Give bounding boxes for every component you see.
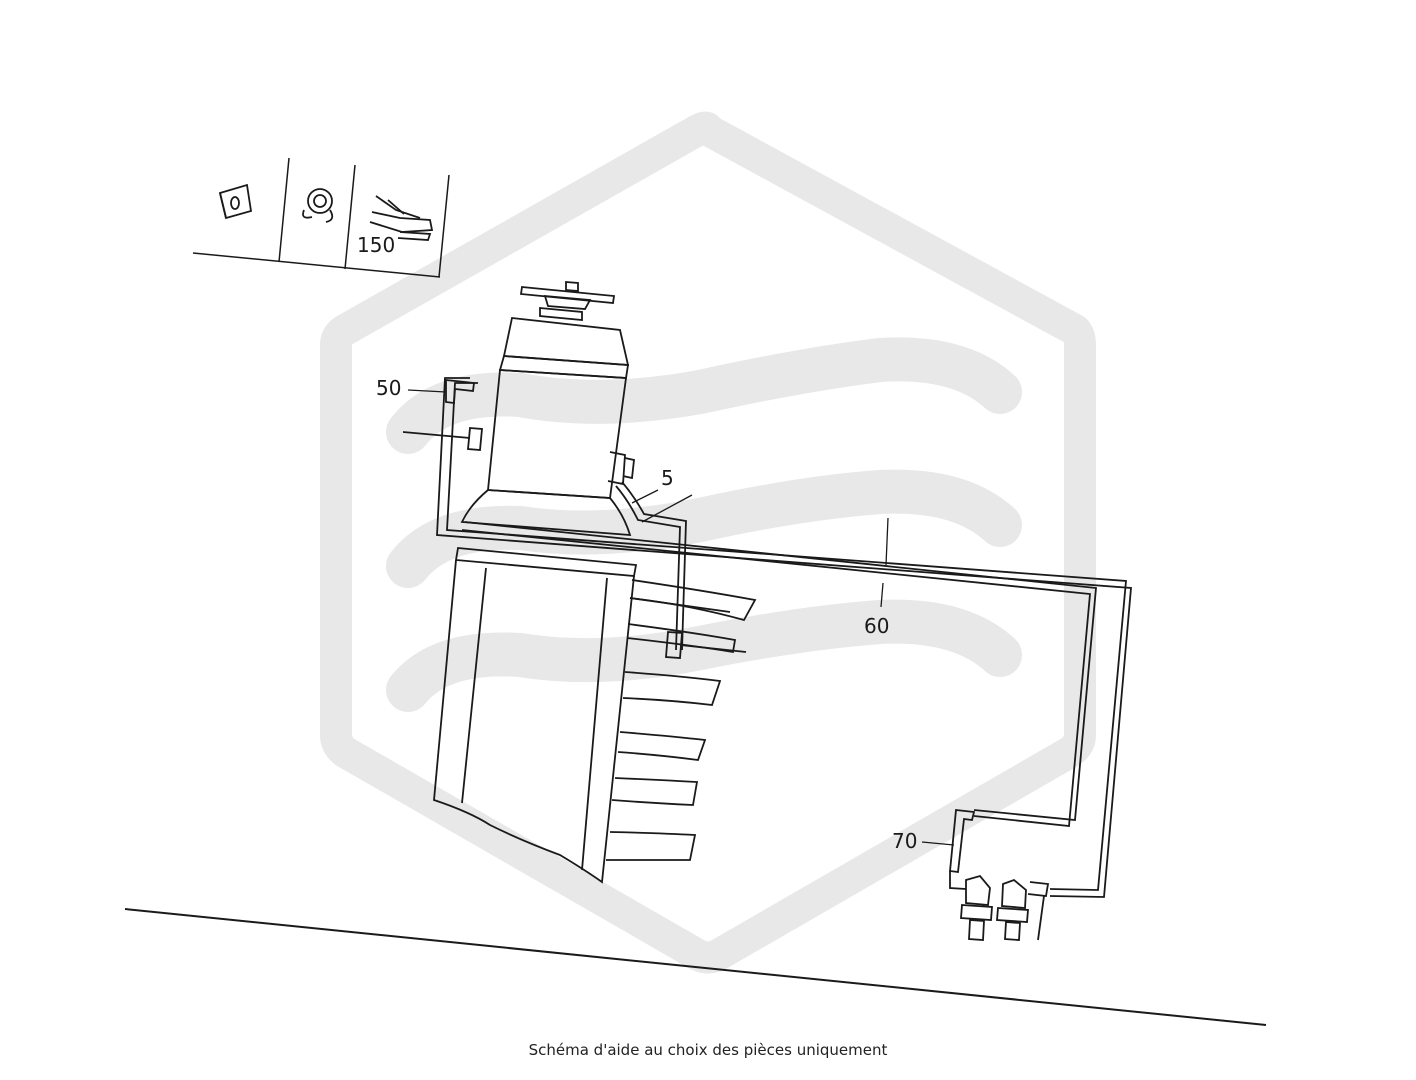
part-label-50[interactable]: 50 <box>376 376 402 400</box>
part-label-5[interactable]: 5 <box>661 466 674 490</box>
cable-tie-icon[interactable] <box>369 195 434 241</box>
bracket-icon[interactable] <box>218 183 253 220</box>
part-label-150[interactable]: 150 <box>357 233 396 257</box>
ground-line <box>124 908 1267 1026</box>
hose-line-60[interactable] <box>436 377 1132 898</box>
part-label-60[interactable]: 60 <box>864 614 890 638</box>
connector-70[interactable] <box>949 809 1050 941</box>
diagram-caption: Schéma d'aide au choix des pièces unique… <box>528 1041 888 1059</box>
brand-logo-watermark <box>320 111 1096 974</box>
equipment-assembly <box>433 281 757 884</box>
hose-clamp-icon[interactable] <box>302 188 334 223</box>
leader-lines <box>407 389 955 846</box>
legend-box <box>192 157 450 278</box>
part-label-70[interactable]: 70 <box>892 829 918 853</box>
fitting-50[interactable] <box>402 378 483 451</box>
